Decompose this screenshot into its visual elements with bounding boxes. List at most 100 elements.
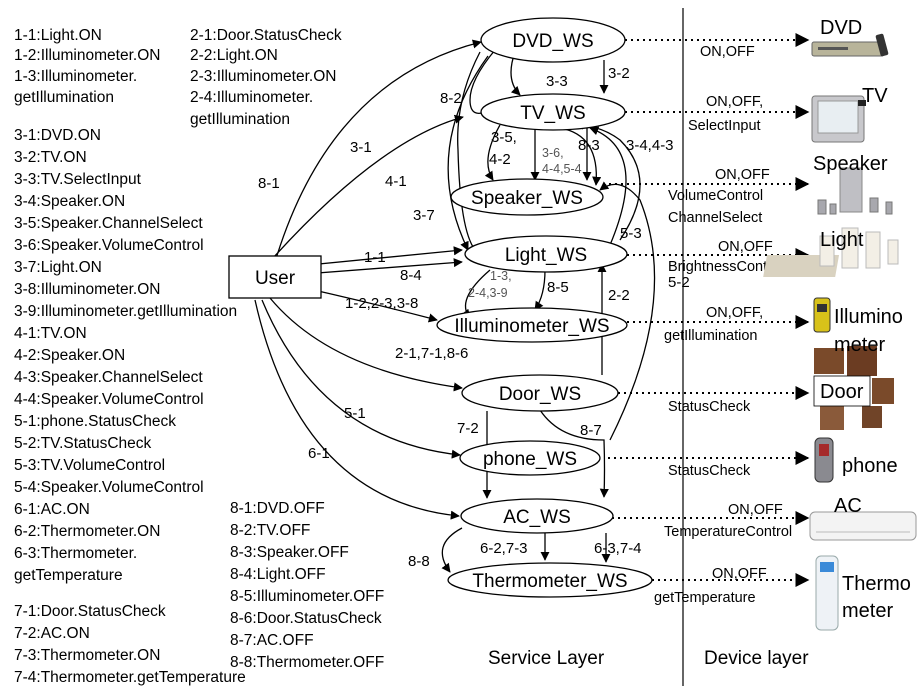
legend-item: 3-4:Speaker.ON [14,193,125,210]
device-name: TV [862,85,888,107]
edge-8-7 [539,409,609,498]
link-label: ON,OFF, [706,94,763,110]
edge-8-2 [469,49,496,118]
edge-label: 3-7 [413,207,435,224]
service-label: DVD_WS [512,31,593,52]
edge-label: 5-2 [668,274,690,291]
legend-item: 8-6:Door.StatusCheck [230,610,382,627]
legend-item: 3-8:Illuminometer.ON [14,281,160,298]
link-label: ON,OFF [712,566,767,582]
device-name: phone [842,455,898,477]
device-links [603,33,810,587]
legend-item: 3-3:TV.SelectInput [14,171,142,188]
legend-item: 2-3:Illuminometer.ON [190,68,336,85]
edge-label: 3-5, [491,129,517,146]
door-image [813,346,894,430]
legend-column-1: 1-1:Light.ON 1-2:Illuminometer.ON 1-3:Il… [14,27,246,686]
device-name: meter [842,600,893,622]
legend-item: 4-2:Speaker.ON [14,347,125,364]
legend-item: 5-2:TV.StatusCheck [14,435,152,452]
edge-label: 8-1 [258,175,280,192]
edge-5-3 [589,126,627,246]
legend-item: 7-3:Thermometer.ON [14,647,160,664]
legend-item: 3-1:DVD.ON [14,127,101,144]
edge-label: 8-7 [580,422,602,439]
device-layer-title: Device layer [704,648,809,669]
legend-item: 6-1:AC.ON [14,501,90,518]
legend-item: 8-7:AC.OFF [230,632,314,649]
edge-label: 8-3 [578,137,600,154]
legend-item: 8-5:Illuminometer.OFF [230,588,384,605]
edge-label: 3-1 [350,139,372,156]
legend-item: 5-4:Speaker.VolumeControl [14,479,204,496]
edge-label: 6-1 [308,445,330,462]
device-names: DVD TV Speaker Light Illumino meter Door… [813,17,911,622]
service-label: TV_WS [520,103,585,124]
edge-label: 2-1,7-1,8-6 [395,345,468,362]
legend-item: 2-2:Light.ON [190,47,278,64]
link-label: VolumeControl [668,188,763,204]
legend-item: 3-9:Illuminometer.getIllumination [14,303,237,320]
edge-4-1 [272,114,464,259]
link-label: getIllumination [664,328,758,344]
edge-label: 8-5 [547,279,569,296]
legend-item: 8-3:Speaker.OFF [230,544,349,561]
edge-small-label: 4-4,5-4 [542,162,582,176]
legend-item: 1-2:Illuminometer.ON [14,47,160,64]
edge-8-8 [441,527,463,573]
edge-small-label: 3-6, [542,146,564,160]
tv-image [811,95,866,143]
service-node-door: Door_WS [461,374,619,412]
edge-label: 4-2 [489,151,511,168]
edge-2-1 [269,297,463,392]
edge-label: 3-4,4-3 [626,137,674,154]
edge-label: 8-2 [440,90,462,107]
service-node-tv: TV_WS [480,93,626,131]
legend-item: 3-6:Speaker.VolumeControl [14,237,204,254]
device-name: Light [820,229,864,251]
link-label: getTemperature [654,590,756,606]
edge-label: 6-2,7-3 [480,540,528,557]
edge-5-2 [599,181,656,441]
edge-label: 4-1 [385,173,407,190]
service-node-speaker: Speaker_WS [450,178,604,216]
device-name: AC [834,495,862,517]
link-label: TemperatureControl [664,524,792,540]
edge-label: 1-2,2-3,3-8 [345,295,418,312]
link-label: ChannelSelect [668,210,762,226]
legend-item: 3-5:Speaker.ChannelSelect [14,215,203,232]
service-label: AC_WS [503,507,571,528]
edge-5-1 [261,299,461,459]
thermometer-image [815,555,839,631]
link-label: BrightnessControl [668,259,783,275]
legend-item: 7-4:Thermometer.getTemperature [14,669,246,686]
ac-image [809,511,917,541]
service-node-phone: phone_WS [459,440,601,476]
edge-8-5 [534,269,546,311]
legend-item: 4-4:Speaker.VolumeControl [14,391,204,408]
edge-label: 5-1 [344,405,366,422]
legend-item: 8-4:Light.OFF [230,566,326,583]
device-name: Speaker [813,153,888,175]
user-node: User [228,255,322,299]
legend-column-3: 8-1:DVD.OFF 8-2:TV.OFF 8-3:Speaker.OFF 8… [230,500,384,671]
edge-label: 2-2 [608,287,630,304]
service-layer-title: Service Layer [488,648,605,669]
legend-item: 6-2:Thermometer.ON [14,523,160,540]
service-nodes: DVD_WS TV_WS Speaker_WS Light_WS Illumin… [436,17,653,598]
legend-item: 3-7:Light.ON [14,259,102,276]
edge-small-label: 1-3, [490,269,512,283]
device-name: meter [834,334,885,356]
edge-labels: 3-1 8-1 4-1 3-7 1-1 8-4 1-2,2-3,3-8 2-1,… [258,65,690,570]
legend-item: 6-3:Thermometer. [14,545,137,562]
legend-item: 1-1:Light.ON [14,27,102,44]
legend-item: 8-8:Thermometer.OFF [230,654,384,671]
service-label: Light_WS [505,245,587,266]
legend-item: 8-1:DVD.OFF [230,500,325,517]
service-node-light: Light_WS [464,235,628,273]
legend-item: getIllumination [14,89,114,106]
service-label: Illuminometer_WS [454,316,609,337]
link-label: StatusCheck [668,399,751,415]
edge-label: 8-4 [400,267,422,284]
edge-label: 3-2 [608,65,630,82]
